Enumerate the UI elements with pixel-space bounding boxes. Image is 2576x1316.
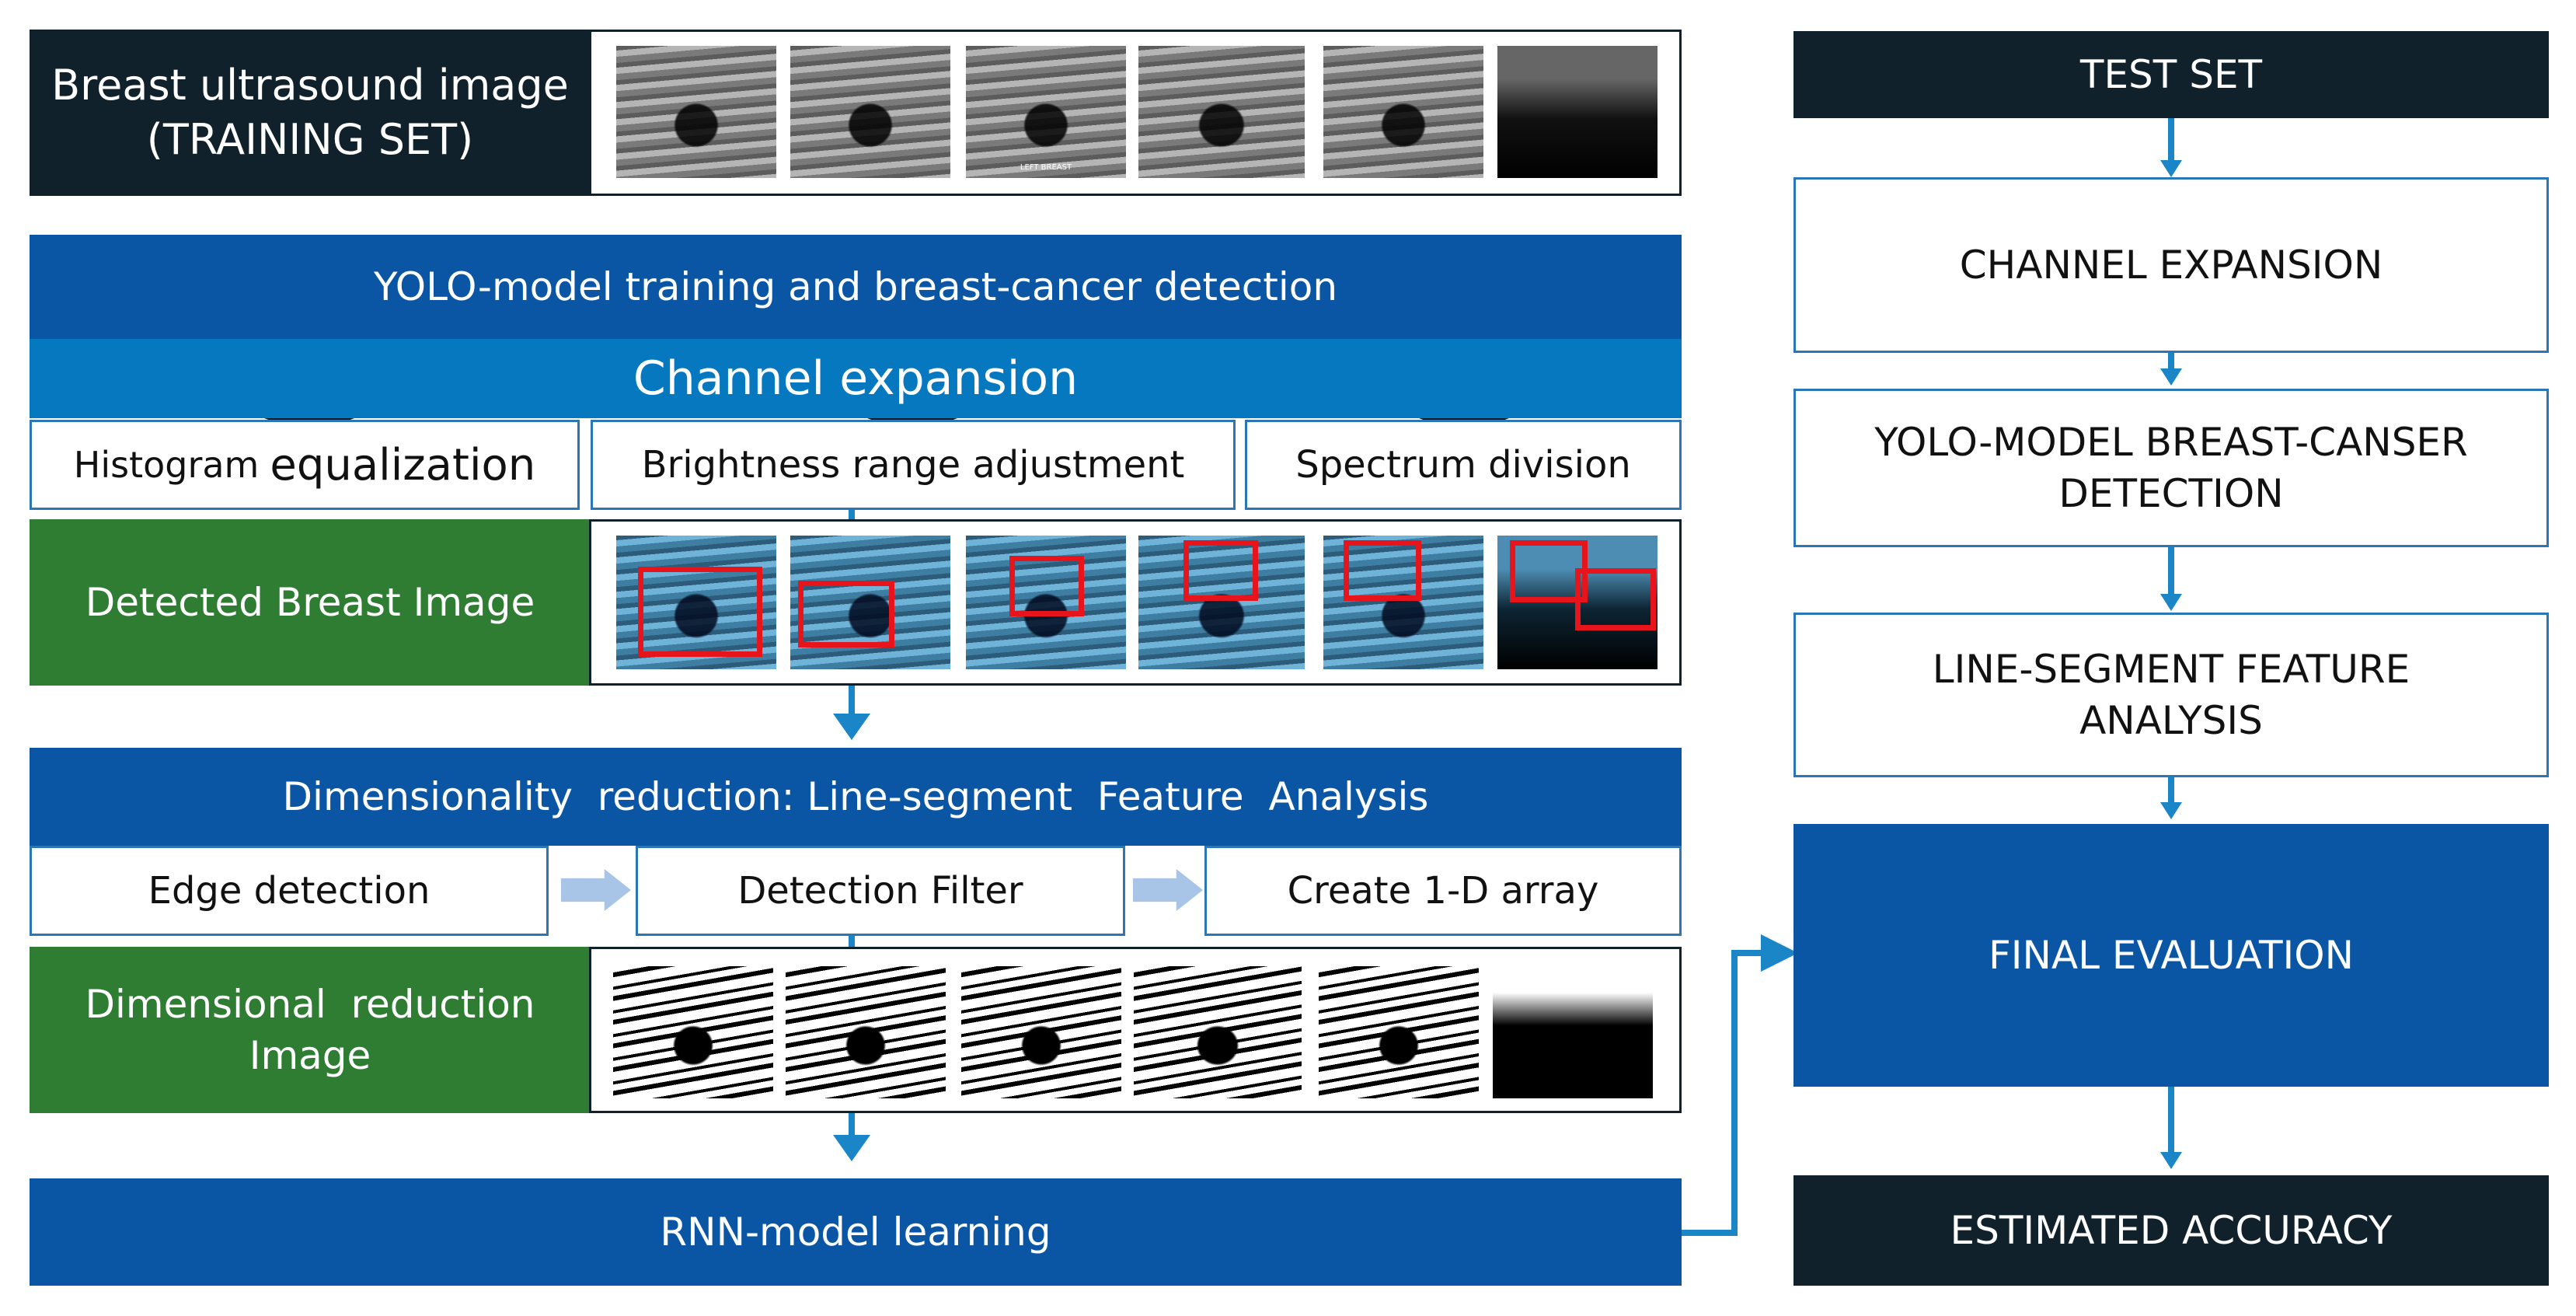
chevron-arrow-icon xyxy=(1133,869,1203,911)
detected-image-5 xyxy=(1323,536,1483,669)
connector-dim-image xyxy=(849,936,855,951)
detection-box xyxy=(1009,556,1084,616)
step-detection-filter: Detection Filter xyxy=(636,846,1125,936)
detected-images-strip xyxy=(589,519,1682,686)
reduced-image-1 xyxy=(613,966,773,1098)
yolo-training-header: YOLO-model training and breast-cancer de… xyxy=(30,235,1682,339)
arrow-test-channel-head xyxy=(2160,160,2182,177)
channel-expansion-bar: Channel expansion xyxy=(30,339,1682,418)
arrow-dim-rnn-line xyxy=(849,1113,855,1136)
dimensionality-header: Dimensionality reduction: Line-segment F… xyxy=(30,748,1682,846)
training-set-line1: Breast ultrasound image xyxy=(51,61,569,110)
line-segment-line1: LINE-SEGMENT FEATURE xyxy=(1932,647,2410,692)
step-edge-detection: Edge detection xyxy=(30,846,549,936)
detection-box xyxy=(798,581,894,648)
reduced-image-6 xyxy=(1493,966,1653,1098)
arrow-dim-rnn-head xyxy=(833,1135,870,1161)
dimensional-reduction-label: Dimensional reduction Image xyxy=(30,947,591,1113)
dim-label-line1: Dimensional reduction xyxy=(85,982,535,1027)
step-create-1d-array: Create 1-D array xyxy=(1204,846,1682,936)
training-image-2 xyxy=(790,46,950,178)
arrow-final-accuracy-head xyxy=(2160,1152,2182,1169)
detected-image-6 xyxy=(1497,536,1657,669)
connector-rnn-v xyxy=(1731,950,1738,1236)
detected-image-1 xyxy=(616,536,776,669)
training-images-strip: LEFT BREAST xyxy=(589,30,1682,196)
arrow-channel-yolo-line xyxy=(2168,353,2174,368)
detected-breast-label: Detected Breast Image xyxy=(30,519,591,686)
detection-box xyxy=(1575,568,1656,630)
reduced-image-2 xyxy=(786,966,946,1098)
step-spectrum-division: Spectrum division xyxy=(1245,420,1682,510)
training-set-line2: (TRAINING SET) xyxy=(146,115,474,164)
arrow-channel-yolo-head xyxy=(2160,368,2182,386)
final-evaluation: FINAL EVALUATION xyxy=(1793,824,2549,1087)
chevron-arrow-icon xyxy=(561,869,631,911)
training-set-label: Breast ultrasound image (TRAINING SET) xyxy=(30,30,591,196)
dim-label-line2: Image xyxy=(249,1033,371,1078)
reduced-image-5 xyxy=(1319,966,1479,1098)
line-segment-line2: ANALYSIS xyxy=(2079,698,2263,743)
training-image-6 xyxy=(1497,46,1657,178)
test-set: TEST SET xyxy=(1793,31,2549,118)
reduced-image-4 xyxy=(1134,966,1302,1098)
detection-box xyxy=(638,567,762,657)
yolo-detection-line1: YOLO-MODEL BREAST-CANSER xyxy=(1874,420,2468,465)
right-channel-expansion: CHANNEL EXPANSION xyxy=(1793,177,2549,353)
detection-box xyxy=(1344,540,1421,601)
arrow-yolo-line-seg-head xyxy=(2160,594,2182,611)
arrow-final-accuracy-line xyxy=(2168,1087,2174,1154)
rnn-model-learning: RNN-model learning xyxy=(30,1178,1682,1286)
training-image-5 xyxy=(1323,46,1483,178)
detected-image-2 xyxy=(790,536,950,669)
step-histogram-equalization: Histogram equalization xyxy=(30,420,580,510)
arrow-line-seg-final-line xyxy=(2168,777,2174,804)
arrow-detected-dim-head xyxy=(833,714,870,740)
reduced-image-3 xyxy=(961,966,1121,1098)
detected-image-4 xyxy=(1138,536,1305,669)
arrow-to-final-eval xyxy=(1761,934,1798,972)
thumb-caption: LEFT BREAST xyxy=(1020,163,1072,172)
yolo-detection-line2: DETECTION xyxy=(2058,471,2284,516)
training-image-3: LEFT BREAST xyxy=(966,46,1126,178)
reduced-images-strip xyxy=(589,947,1682,1113)
detected-image-3 xyxy=(966,536,1126,669)
arrow-line-seg-final-head xyxy=(2160,802,2182,819)
step-brightness-range: Brightness range adjustment xyxy=(591,420,1236,510)
detection-box xyxy=(1183,540,1258,601)
right-line-segment-analysis: LINE-SEGMENT FEATURE ANALYSIS xyxy=(1793,613,2549,777)
connector-rnn-h2 xyxy=(1731,950,1766,956)
arrow-detected-dim-line xyxy=(849,686,855,715)
training-image-4 xyxy=(1138,46,1305,178)
arrow-test-channel-line xyxy=(2168,118,2174,162)
connector-channel-detected xyxy=(849,510,855,521)
step-histogram-text: Histogram xyxy=(73,444,260,486)
arrow-yolo-line-seg-line xyxy=(2168,547,2174,595)
estimated-accuracy: ESTIMATED ACCURACY xyxy=(1793,1175,2549,1286)
step-equalization-text: equalization xyxy=(270,439,536,490)
connector-rnn-h1 xyxy=(1682,1230,1738,1236)
training-image-1 xyxy=(616,46,776,178)
right-yolo-detection: YOLO-MODEL BREAST-CANSER DETECTION xyxy=(1793,389,2549,547)
